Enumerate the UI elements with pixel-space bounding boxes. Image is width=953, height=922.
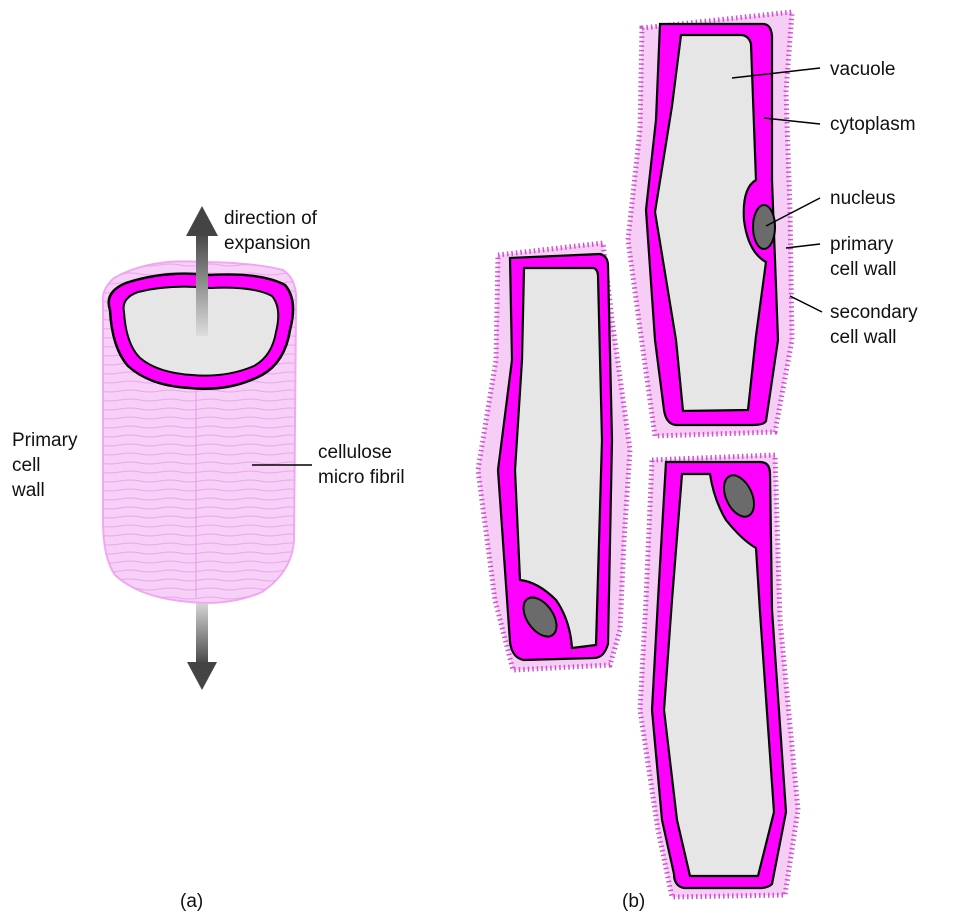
cytoplasm-label: cytoplasm	[830, 114, 916, 135]
expansion-arrow-down	[187, 600, 217, 690]
panel-a: direction of expansion Primary cell wall…	[11, 206, 405, 912]
cellulose-label: cellulose micro fibril	[318, 442, 405, 488]
vacuole-label: vacuole	[830, 59, 896, 80]
cell-bottom	[640, 455, 798, 897]
cell-top	[628, 12, 792, 436]
secondary-wall-leader	[790, 296, 822, 312]
caption-a: (a)	[180, 891, 203, 912]
panel-b: vacuole cytoplasm nucleus primary cell w…	[478, 12, 923, 912]
direction-label: direction of expansion	[224, 208, 322, 254]
primary-wall-b-label: primary cell wall	[830, 234, 899, 280]
secondary-wall-label: secondary cell wall	[830, 302, 923, 348]
primary-wall-label: Primary cell wall	[11, 430, 83, 501]
nucleus-top	[753, 205, 775, 249]
caption-b: (b)	[622, 891, 645, 912]
nucleus-label: nucleus	[830, 188, 896, 209]
cell-left	[478, 243, 630, 670]
